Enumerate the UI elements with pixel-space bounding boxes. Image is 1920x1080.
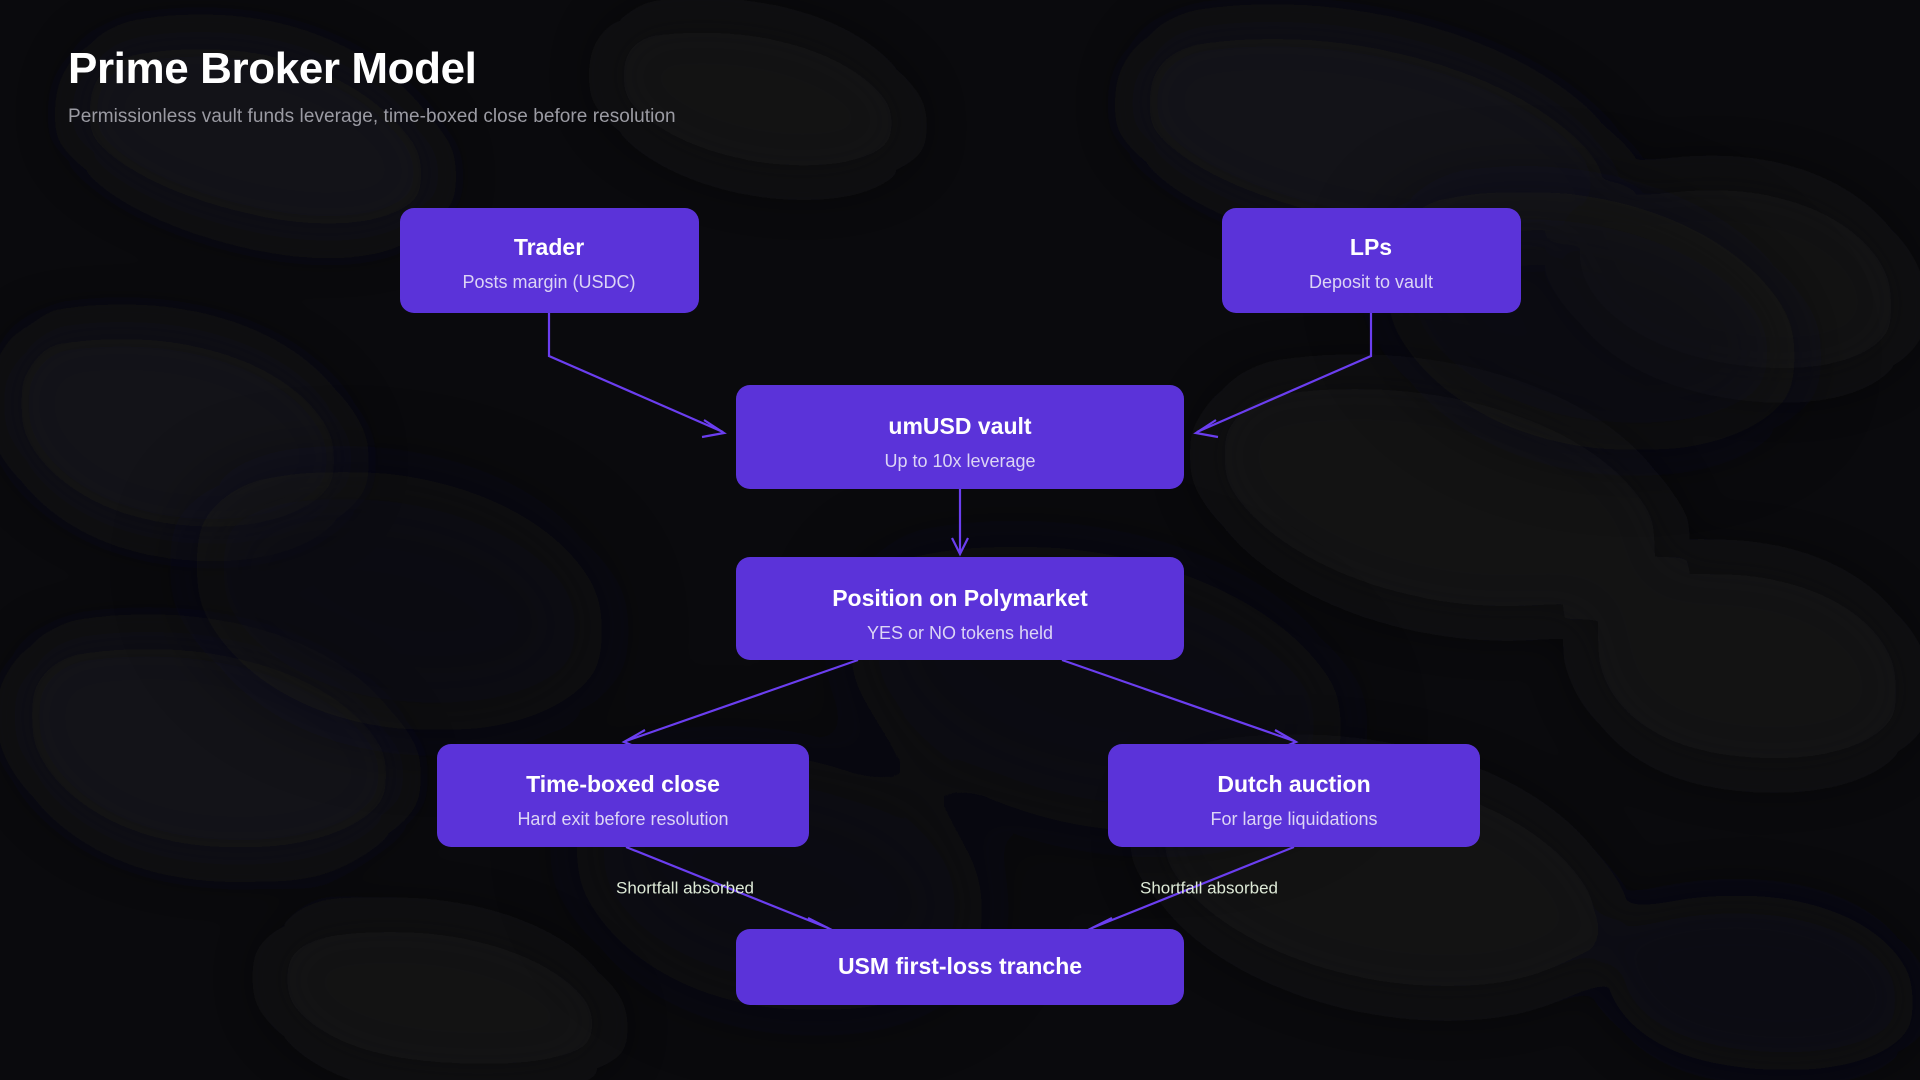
node-umusd-vault-subtitle: Up to 10x leverage xyxy=(884,451,1035,471)
node-time-boxed-close[interactable]: Time-boxed close Hard exit before resolu… xyxy=(437,744,809,847)
node-trader-subtitle: Posts margin (USDC) xyxy=(462,272,635,292)
node-time-boxed-close-subtitle: Hard exit before resolution xyxy=(517,809,728,829)
node-position-title: Position on Polymarket xyxy=(832,585,1088,611)
node-trader[interactable]: Trader Posts margin (USDC) xyxy=(400,208,699,313)
node-dutch-auction-title: Dutch auction xyxy=(1217,771,1370,797)
node-umusd-vault[interactable]: umUSD vault Up to 10x leverage xyxy=(736,385,1184,489)
node-trader-title: Trader xyxy=(514,234,584,260)
node-lps[interactable]: LPs Deposit to vault xyxy=(1222,208,1521,313)
edge-position-to-dutch xyxy=(1061,658,1299,752)
edge-label-shortfall-right: Shortfall absorbed xyxy=(1140,878,1278,897)
edge-lps-to-vault xyxy=(1193,313,1373,439)
node-lps-subtitle: Deposit to vault xyxy=(1309,272,1433,292)
node-position-on-polymarket[interactable]: Position on Polymarket YES or NO tokens … xyxy=(736,557,1184,660)
edge-trader-to-vault xyxy=(547,313,727,439)
edge-timeboxed-to-usm: Shortfall absorbed xyxy=(616,845,833,940)
edge-position-to-timeboxed xyxy=(621,658,859,752)
page-subtitle: Permissionless vault funds leverage, tim… xyxy=(68,106,676,128)
node-trader-box[interactable] xyxy=(400,208,699,313)
node-dutch-auction[interactable]: Dutch auction For large liquidations xyxy=(1108,744,1480,847)
node-lps-box[interactable] xyxy=(1222,208,1521,313)
node-dutch-auction-subtitle: For large liquidations xyxy=(1210,809,1377,829)
edge-label-shortfall-left: Shortfall absorbed xyxy=(616,878,754,897)
page-title: Prime Broker Model xyxy=(68,44,477,93)
edge-dutch-to-usm: Shortfall absorbed xyxy=(1087,845,1295,940)
node-usm-title: USM first-loss tranche xyxy=(838,953,1082,979)
node-position-subtitle: YES or NO tokens held xyxy=(867,623,1053,643)
node-lps-title: LPs xyxy=(1350,234,1392,260)
header: Prime Broker Model Permissionless vault … xyxy=(68,44,676,128)
node-usm-first-loss-tranche[interactable]: USM first-loss tranche xyxy=(736,929,1184,1005)
node-time-boxed-close-title: Time-boxed close xyxy=(526,771,720,797)
edge-vault-to-position xyxy=(951,489,969,557)
node-umusd-vault-title: umUSD vault xyxy=(888,413,1031,439)
